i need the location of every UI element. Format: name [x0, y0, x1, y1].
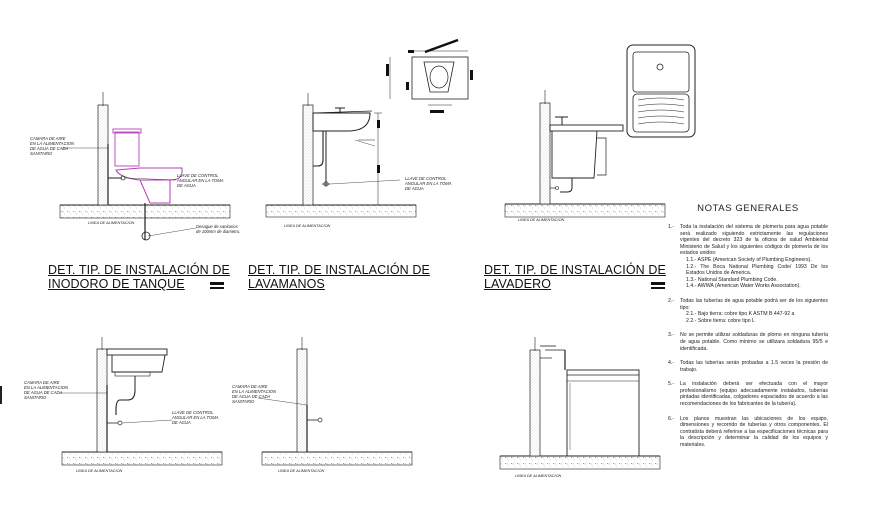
title-lavamanos-line2: LAVAMANOS: [248, 277, 325, 291]
note-subitem: 2.1.- Bajo tierra: cobre tipo K ASTM B 4…: [686, 311, 795, 318]
note-number: 2.-: [668, 297, 675, 304]
washer: [566, 369, 640, 457]
title-inodoro: DET. TIP. DE INSTALACIÓN DE INODORO DE T…: [48, 263, 230, 291]
detail-bottom-right: [499, 337, 661, 470]
scale-marker: [651, 282, 665, 285]
note-text: Todas las tuberías de agua potable podrá…: [680, 297, 828, 311]
scale-marker: [210, 287, 224, 289]
detail-lavadero: [504, 90, 666, 218]
note-number: 1.-: [668, 224, 675, 230]
note-text: Los planos muestran las ubicaciones de l…: [680, 415, 828, 449]
detail-bottom-middle: [257, 337, 413, 466]
note-text: No se permite utilizar soldaduras de plo…: [680, 332, 828, 352]
scale-marker: [651, 287, 665, 289]
note-body: Todas las tuberías de agua potable podrá…: [680, 298, 828, 324]
label-camara-aire: CAMARA DE AIRE EN LA ALIMENTACION DE AGU…: [232, 384, 277, 404]
label-camara-aire: CAMARA DE AIRE EN LA ALIMENTACION DE AGU…: [24, 380, 69, 400]
note-subitem: 2.2.- Sobre tierra: cobre tipo L: [686, 317, 755, 324]
note-body: Toda la instalación del sistema de plome…: [680, 224, 828, 290]
detail-bottom-left: [60, 337, 223, 466]
label-camara-aire: CAMARA DE AIRE EN LA ALIMENTACION DE AGU…: [30, 136, 75, 156]
note-item: 2.- Todas las tuberías de agua potable po…: [668, 298, 828, 324]
scale-marker: [210, 282, 224, 285]
note-text: La instalación deberá ser efectuada con …: [680, 381, 828, 408]
toilet-bowl: [115, 167, 183, 181]
note-text: Toda la instalación del sistema de plome…: [680, 224, 828, 257]
note-text: Todas las tuberías serán probadas a 1.5 …: [680, 360, 828, 373]
detail-inodoro: [59, 92, 231, 241]
title-inodoro-line2: INODORO DE TANQUE: [48, 277, 185, 291]
note-subitem: 1.1.- ASPE (American Society of Plumbing…: [686, 256, 812, 263]
note-body: La instalación deberá ser efectuada con …: [680, 381, 828, 407]
washbasin-plan-view: [386, 38, 473, 113]
title-lavamanos: DET. TIP. DE INSTALACIÓN DE LAVAMANOS: [248, 263, 430, 291]
note-item: 5.- La instalación deberá ser efectuada c…: [668, 381, 828, 407]
wall-section: [97, 104, 109, 206]
note-number: 5.-: [668, 381, 675, 388]
label-llave-control: LLAVE DE CONTROL ANGULAR EN LA TOMA DE A…: [405, 176, 452, 191]
note-subitem: 1.3.- National Standard Plumbing Code.: [686, 276, 778, 283]
detail-lavamanos: [265, 93, 417, 218]
laundry-tank-plan: [626, 44, 696, 138]
note-item: 1.- Toda la instalación del sistema de pl…: [668, 224, 828, 290]
label-linea-alimentacion: LINEA DE ALIMENTACION: [515, 474, 562, 478]
note-item: 6.- Los planos muestran las ubicaciones d…: [668, 416, 828, 449]
title-lavadero-line2: LAVADERO: [484, 277, 552, 291]
label-linea-alimentacion: LINEA DE ALIMENTACION: [278, 469, 325, 473]
notes-heading: NOTAS GENERALES: [697, 203, 799, 214]
laundry-sink: [551, 130, 598, 179]
note-number: 3.-: [668, 332, 675, 339]
label-llave-control: LLAVE DE CONTROL ANGULAR EN LA TOMA DE A…: [172, 410, 219, 425]
title-inodoro-line1: DET. TIP. DE INSTALACIÓN DE: [48, 263, 230, 277]
notes-list: 1.- Toda la instalación del sistema de pl…: [668, 224, 828, 449]
note-body: Todas las tuberías serán probadas a 1.5 …: [680, 360, 828, 373]
note-subitem: 1.4.- AWWA (American Water Works Associa…: [686, 283, 801, 290]
general-notes: NOTAS GENERALES 1.- Toda la instalación d…: [668, 203, 828, 457]
edge-marker: [0, 386, 2, 404]
label-desague: Desague de sanitarios de 100mm de diamet…: [196, 224, 241, 234]
note-item: 4.- Todas las tuberías serán probadas a 1…: [668, 360, 828, 373]
label-linea-alimentacion: LINEA DE ALIMENTACION: [88, 221, 135, 225]
label-linea-alimentacion: LINEA DE ALIMENTACION: [76, 469, 123, 473]
title-lavadero-line1: DET. TIP. DE INSTALACIÓN DE: [484, 263, 666, 277]
note-number: 6.-: [668, 415, 675, 422]
note-number: 4.-: [668, 360, 675, 367]
title-lavamanos-line1: DET. TIP. DE INSTALACIÓN DE: [248, 263, 430, 277]
note-subitem: 1.2.- The Boca National Plumbing Code/ 1…: [686, 263, 828, 277]
washbasin: [312, 112, 371, 132]
title-lavadero: DET. TIP. DE INSTALACIÓN DE LAVADERO: [484, 263, 666, 291]
label-linea-alimentacion: LINEA DE ALIMENTACION: [284, 224, 331, 228]
note-body: No se permite utilizar soldaduras de plo…: [680, 332, 828, 352]
note-item: 3.- No se permite utilizar soldaduras de …: [668, 332, 828, 352]
toilet-tank: [114, 131, 140, 167]
note-body: Los planos muestran las ubicaciones de l…: [680, 416, 828, 449]
label-linea-alimentacion: LINEA DE ALIMENTACION: [518, 218, 565, 222]
label-llave-control: LLAVE DE CONTROL ANGULAR EN LA TOMA DE A…: [177, 173, 224, 188]
